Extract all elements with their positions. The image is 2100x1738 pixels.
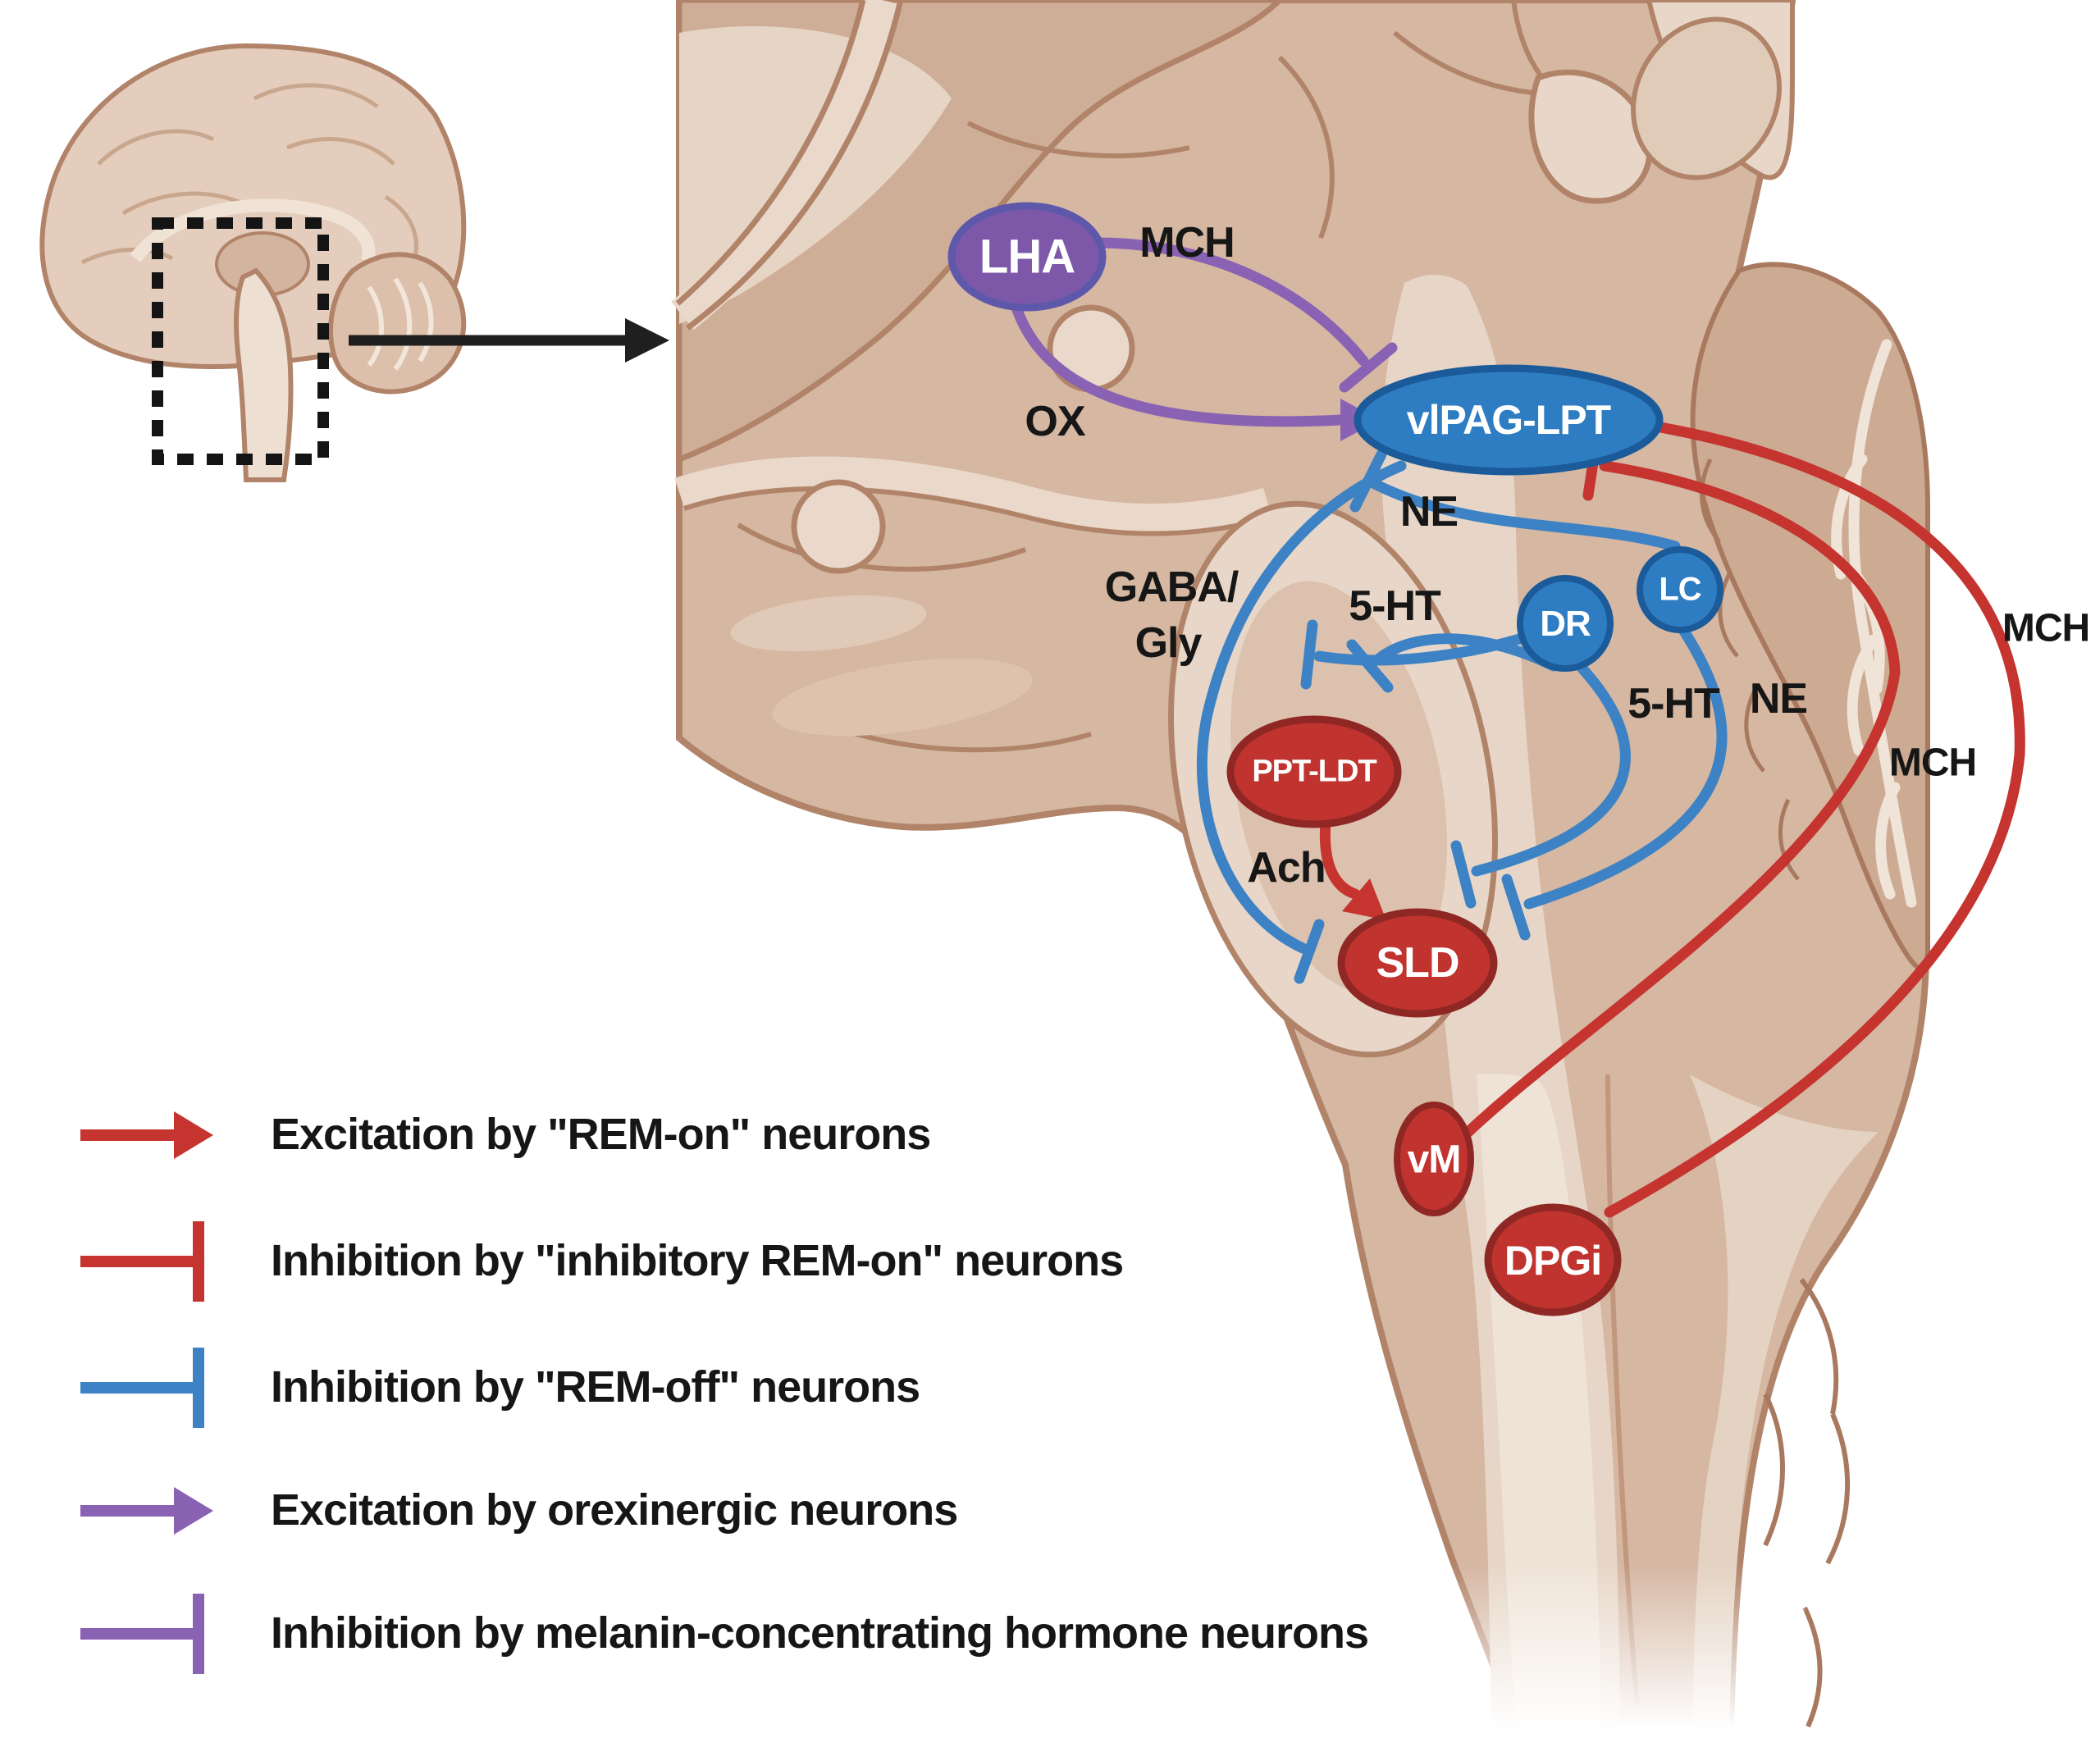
legend-label: Excitation by orexinergic neurons — [271, 1485, 958, 1535]
5ht-to-ppt-tbar2 — [1346, 639, 1394, 693]
purple-tbar-icon — [80, 1594, 204, 1674]
mch-inhibition-path — [1092, 237, 1369, 367]
label-mch-right: MCH — [2002, 606, 2090, 650]
label-gly: Gly — [1134, 619, 1203, 667]
purple-arrow-icon — [80, 1487, 213, 1535]
mch-inhibition-tbar — [1339, 342, 1398, 393]
art-fornix-edge2 — [675, 0, 866, 306]
5ht-to-ppt-tbar — [1300, 619, 1318, 690]
ne-to-vlpag-tbar — [1349, 449, 1387, 513]
art-streak2 — [730, 595, 927, 652]
node-lha-label: LHA — [979, 230, 1075, 284]
node-ppt-ldt — [1226, 715, 1402, 828]
red-arrow-icon — [80, 1111, 213, 1159]
legend-row-inhibition-mch: Inhibition by melanin-concentrating horm… — [75, 1589, 1369, 1679]
art-fornix — [671, 0, 900, 331]
node-sld-label: SLD — [1376, 939, 1460, 987]
legend-row-inhibition-rem-off: Inhibition by "REM-off" neurons — [75, 1343, 920, 1433]
red-tbar-icon — [80, 1221, 204, 1302]
art-lower-folds — [1763, 1278, 1850, 1728]
ne-to-vlpag-path — [1369, 478, 1681, 552]
label-ne-upper: NE — [1399, 488, 1459, 536]
inset-brainstem — [234, 267, 294, 482]
node-ppt-ldt-label: PPT-LDT — [1252, 754, 1376, 789]
label-ach: Ach — [1247, 844, 1326, 892]
label-5ht-upper: 5-HT — [1349, 582, 1441, 630]
legend-row-excitation-orexinergic: Excitation by orexinergic neurons — [75, 1466, 958, 1556]
ach-excitation-path — [1319, 816, 1361, 900]
legend-label: Inhibition by "REM-off" neurons — [271, 1362, 920, 1412]
legend-label: Excitation by "REM-on" neurons — [271, 1110, 931, 1160]
inset-cerebellum-folds — [367, 277, 434, 371]
node-vm-label: vM — [1407, 1138, 1462, 1182]
label-ox: OX — [1025, 398, 1085, 445]
art-optic-band — [674, 456, 1272, 533]
art-bottom-fade — [1263, 1562, 1805, 1738]
art-pineal-stalk — [1511, 0, 1543, 77]
art-cerebellum-folia — [1700, 458, 1800, 881]
art-colliculus — [1631, 16, 1782, 180]
art-bump1 — [791, 479, 886, 574]
inset-zoom-rect — [152, 217, 329, 465]
ach-arrowhead — [1342, 878, 1386, 920]
node-lc-label: LC — [1659, 571, 1701, 608]
node-vlpag-lpt — [1354, 364, 1664, 476]
ne-to-sld-tbar — [1501, 874, 1531, 941]
mch-inner-path — [1463, 460, 1901, 1138]
label-gaba: GABA/ — [1104, 563, 1239, 611]
node-lha — [947, 202, 1107, 312]
node-dpgi — [1484, 1203, 1622, 1316]
nuclei-nodes — [947, 202, 1723, 1316]
ox-excitation-path — [1010, 299, 1346, 427]
art-fornix-edge — [685, 0, 904, 331]
art-streak1 — [772, 658, 1033, 737]
node-vm — [1394, 1102, 1474, 1216]
ne-to-sld-path — [1523, 624, 1728, 910]
gaba-gly-tbar — [1294, 919, 1325, 984]
5ht-to-sld-tbar — [1450, 840, 1477, 909]
zoom-arrowhead — [625, 318, 669, 363]
node-vlpag-label: vlPAG-LPT — [1406, 397, 1611, 443]
node-lc — [1637, 546, 1723, 633]
art-peduncle-band — [1690, 1074, 1879, 1738]
node-dr — [1517, 575, 1614, 672]
node-dr-label: DR — [1540, 604, 1591, 644]
label-mch-middle: MCH — [1888, 741, 1977, 785]
art-optic-edge — [683, 486, 1268, 536]
inset-cerebellum — [328, 252, 467, 395]
5ht-to-sld-path — [1471, 662, 1631, 877]
node-sld — [1337, 908, 1498, 1018]
node-dpgi-label: DPGi — [1504, 1238, 1602, 1284]
5ht-to-ppt-path2 — [1372, 633, 1559, 672]
label-mch-top: MCH — [1139, 219, 1235, 267]
blue-tbar-icon — [80, 1348, 204, 1428]
zoom-arrow — [349, 318, 669, 363]
label-ne-lower: NE — [1749, 675, 1808, 723]
legend-label: Inhibition by melanin-concentrating horm… — [271, 1608, 1369, 1658]
legend-row-excitation-rem-on: Excitation by "REM-on" neurons — [75, 1090, 931, 1180]
inset-brain — [39, 43, 467, 482]
legend-row-inhibition-inhibitory-rem-on: Inhibition by "inhibitory REM-on" neuron… — [75, 1216, 1124, 1307]
mch-outer-path — [1604, 416, 2025, 1218]
label-5ht-lower: 5-HT — [1628, 680, 1720, 728]
legend-label: Inhibition by "inhibitory REM-on" neuron… — [271, 1236, 1124, 1286]
gaba-gly-path — [1197, 460, 1407, 954]
art-pineal — [1528, 69, 1653, 204]
